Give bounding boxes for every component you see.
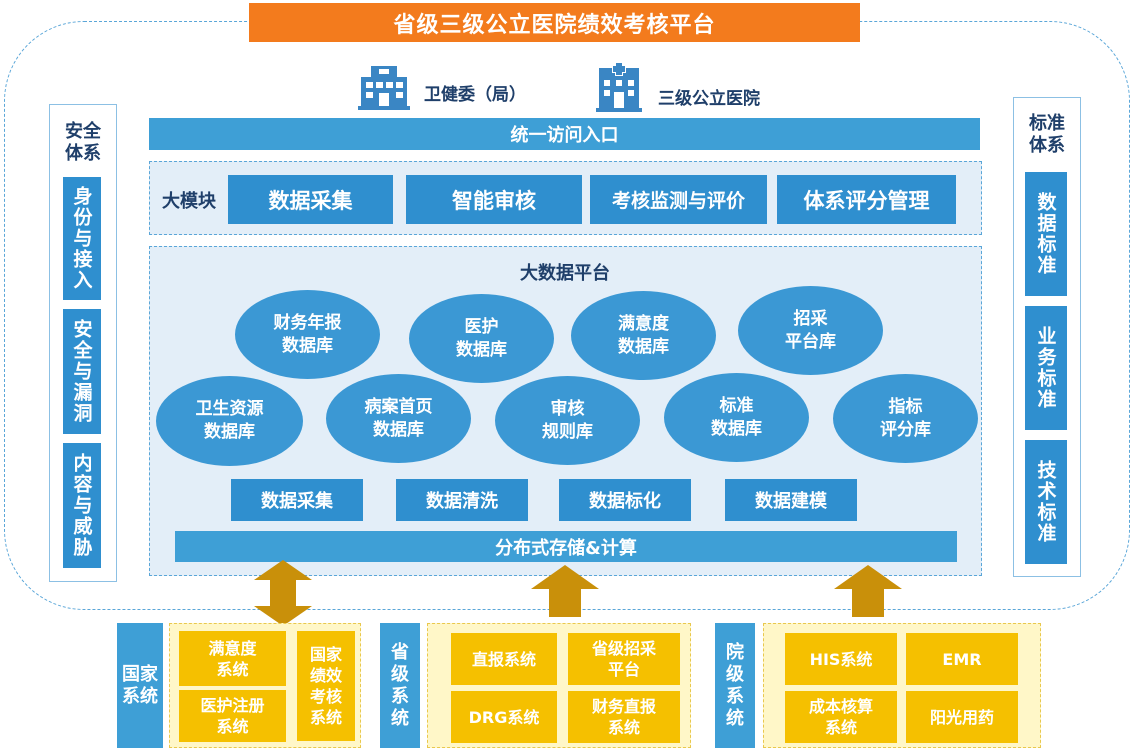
- standard-data: 数据标准: [1025, 172, 1067, 296]
- sys-nurse-registration: 医护注册 系统: [179, 690, 286, 742]
- hospital-cross-icon: [596, 62, 642, 112]
- sys-satisfaction: 满意度 系统: [179, 631, 286, 686]
- security-title: 安全 体系: [65, 121, 101, 164]
- db-indicator-scoring: 指标 评分库: [833, 374, 978, 463]
- unified-access-bar: 统一访问入口: [149, 118, 980, 150]
- hospital-systems-label: 院 级 系 统: [715, 623, 755, 748]
- modules-label: 大模块: [162, 191, 216, 212]
- standards-title: 标准 体系: [1029, 113, 1065, 156]
- sys-drg: DRG系统: [451, 691, 557, 743]
- sys-his: HIS系统: [785, 633, 897, 685]
- up-arrow-hospital: [834, 565, 902, 617]
- national-systems-label: 国家 系统: [117, 623, 163, 748]
- provincial-systems-label: 省 级 系 统: [380, 623, 420, 748]
- process-model: 数据建模: [725, 479, 857, 521]
- db-standards: 标准 数据库: [664, 373, 809, 462]
- process-clean: 数据清洗: [396, 479, 528, 521]
- sys-national-performance: 国家 绩效 考核 系统: [297, 631, 355, 741]
- db-medical-staff: 医护 数据库: [409, 294, 554, 383]
- standard-business: 业务标准: [1025, 306, 1067, 430]
- sys-cost-accounting: 成本核算 系统: [785, 691, 897, 743]
- sys-finance-direct-report: 财务直报 系统: [568, 691, 680, 743]
- db-audit-rules: 审核 规则库: [495, 376, 640, 465]
- sys-emr: EMR: [906, 633, 1018, 685]
- sys-sunshine-drugs: 阳光用药: [906, 691, 1018, 743]
- tertiary-hospital-label: 三级公立医院: [658, 89, 760, 109]
- db-case-homepage: 病案首页 数据库: [326, 374, 471, 463]
- module-smart-audit: 智能审核: [406, 175, 582, 224]
- db-health-resources: 卫生资源 数据库: [156, 376, 303, 466]
- standard-technical: 技术标准: [1025, 440, 1067, 564]
- health-commission-icon: [358, 64, 410, 110]
- module-assessment-monitoring: 考核监测与评价: [590, 175, 767, 224]
- bidirectional-arrow: [254, 560, 312, 626]
- db-satisfaction: 满意度 数据库: [571, 291, 716, 380]
- process-standardize: 数据标化: [559, 479, 691, 521]
- security-vulnerability: 安全与漏洞: [63, 309, 101, 434]
- db-procurement: 招采 平台库: [738, 286, 883, 375]
- health-commission-label: 卫健委（局）: [424, 85, 526, 105]
- security-identity-access: 身份与接入: [63, 177, 101, 300]
- sys-direct-report: 直报系统: [451, 633, 557, 685]
- platform-title: 大数据平台: [520, 263, 610, 284]
- distributed-storage-bar: 分布式存储&计算: [175, 531, 957, 562]
- db-finance-annual: 财务年报 数据库: [235, 290, 380, 379]
- up-arrow-province: [531, 565, 599, 617]
- security-content-threat: 内容与威胁: [63, 443, 101, 568]
- sys-provincial-procurement: 省级招采 平台: [568, 633, 680, 685]
- module-data-collection: 数据采集: [228, 175, 393, 224]
- module-scoring-management: 体系评分管理: [777, 175, 956, 224]
- process-collect: 数据采集: [231, 479, 363, 521]
- page-title: 省级三级公立医院绩效考核平台: [249, 3, 860, 42]
